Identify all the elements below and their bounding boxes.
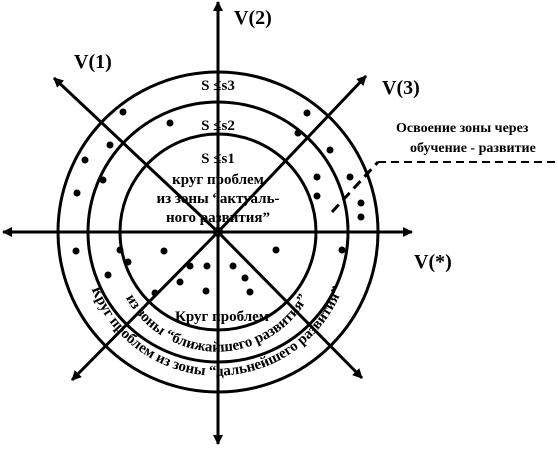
axis-v3 [216, 74, 368, 234]
inner-zone-line2: из зоны “актуаль- [156, 191, 279, 207]
level-label-s1: S ≤s1 [201, 151, 235, 167]
note-line2: обучение - развитие [410, 141, 536, 156]
axis-label-v1: V(1) [74, 51, 112, 73]
axis-v1 [52, 76, 220, 234]
outer-ring-dots [72, 108, 365, 255]
inner-zone-line1: круг проблем [172, 172, 264, 188]
level-label-s2: S ≤s2 [201, 118, 235, 134]
inner-circle-dots [160, 246, 280, 296]
note-leader [330, 160, 380, 214]
axis-lower-left [70, 230, 220, 382]
center-point [213, 227, 223, 237]
axis-label-v2: V(2) [234, 7, 272, 29]
axis-label-vstar: V(*) [414, 251, 452, 273]
note-line1: Освоение зоны через [396, 121, 529, 136]
middle-zone-line1: Круг проблем [175, 309, 269, 325]
inner-zone-line3: ного развития” [166, 210, 270, 226]
middle-ring-dots [99, 173, 321, 297]
level-label-s3: S ≤s3 [201, 78, 235, 94]
axis-label-v3: V(3) [382, 77, 420, 99]
axis-lower-right [216, 230, 364, 380]
